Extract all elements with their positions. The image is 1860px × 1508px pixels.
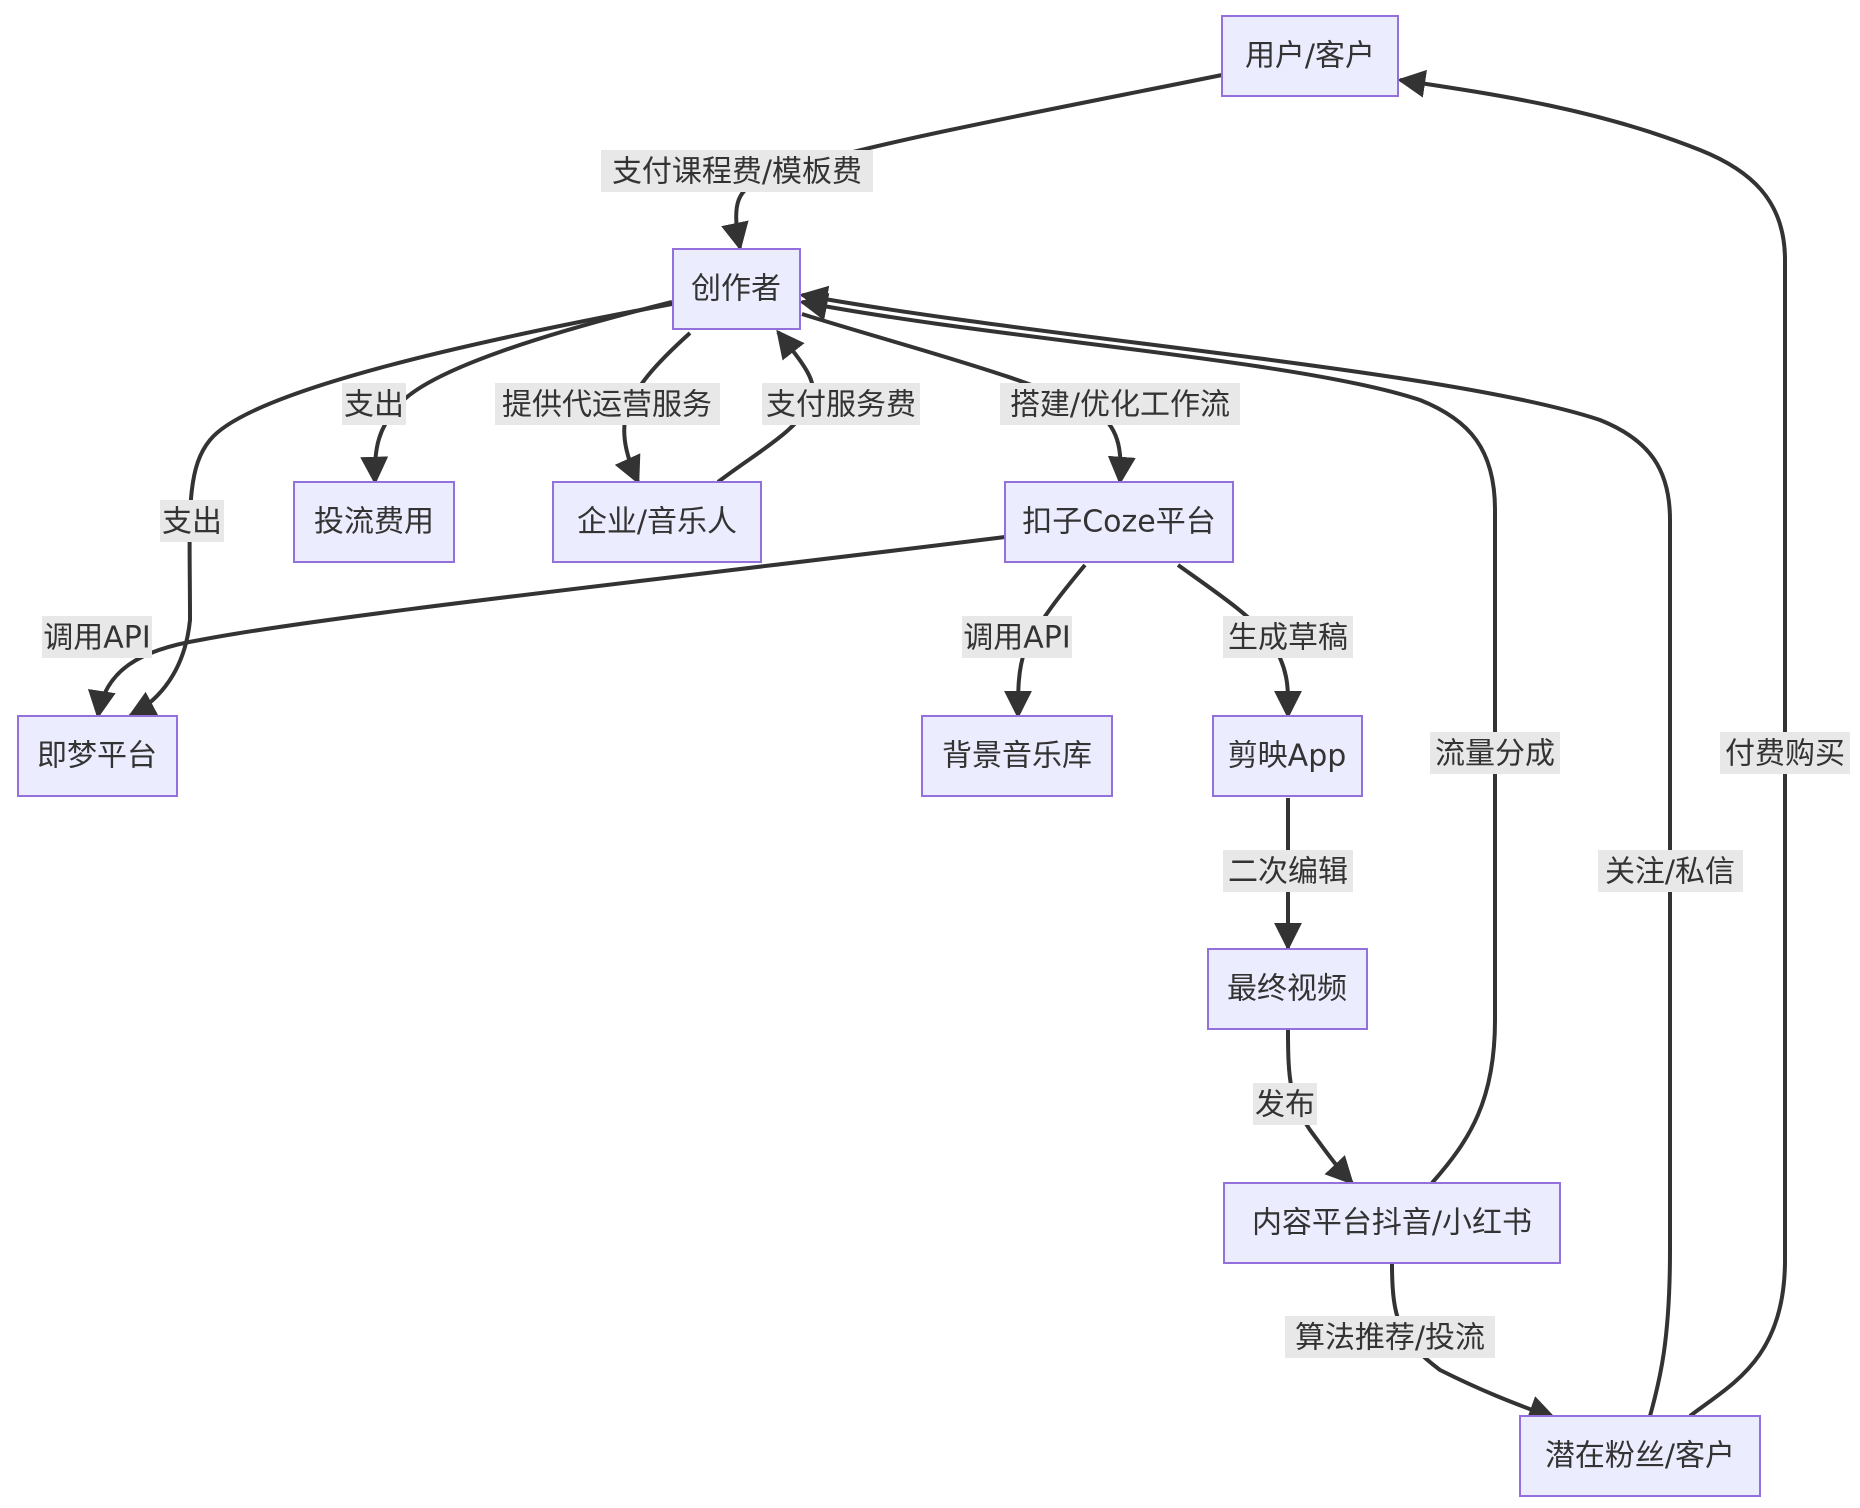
- node-creator[interactable]: 创作者: [672, 248, 801, 330]
- svg-text:算法推荐/投流: 算法推荐/投流: [1295, 1321, 1485, 1356]
- svg-text:背景音乐库: 背景音乐库: [942, 739, 1092, 774]
- node-user-customer[interactable]: 用户/客户: [1221, 15, 1399, 97]
- svg-text:投流费用: 投流费用: [314, 505, 434, 540]
- svg-text:生成草稿: 生成草稿: [1228, 621, 1348, 656]
- svg-text:潜在粉丝/客户: 潜在粉丝/客户: [1545, 1439, 1735, 1474]
- label-paid-purchase: 付费购买: [1720, 732, 1850, 774]
- label-call-api-bgm: 调用API: [962, 616, 1072, 658]
- svg-text:搭建/优化工作流: 搭建/优化工作流: [1010, 388, 1230, 423]
- svg-text:调用API: 调用API: [43, 621, 150, 656]
- label-call-api-jimeng: 调用API: [42, 616, 152, 658]
- node-bgm-library[interactable]: 背景音乐库: [921, 715, 1113, 797]
- edge-creator-to-jimeng: [127, 302, 673, 718]
- svg-text:提供代运营服务: 提供代运营服务: [502, 388, 712, 423]
- svg-text:支付服务费: 支付服务费: [766, 388, 916, 423]
- node-potential-fans[interactable]: 潜在粉丝/客户: [1519, 1415, 1761, 1497]
- svg-text:企业/音乐人: 企业/音乐人: [577, 505, 737, 540]
- label-provide-ops: 提供代运营服务: [495, 383, 720, 425]
- node-final-video[interactable]: 最终视频: [1207, 948, 1368, 1030]
- label-pay-course-template: 支付课程费/模板费: [601, 150, 873, 192]
- svg-text:支付课程费/模板费: 支付课程费/模板费: [612, 155, 862, 190]
- svg-text:用户/客户: 用户/客户: [1245, 39, 1375, 74]
- svg-text:即梦平台: 即梦平台: [37, 739, 157, 774]
- label-spend-jimeng: 支出: [160, 500, 224, 542]
- edge-fans-to-creator: [799, 285, 1672, 1417]
- svg-text:创作者: 创作者: [691, 272, 781, 307]
- label-generate-draft: 生成草稿: [1223, 616, 1353, 658]
- label-algo-recommend: 算法推荐/投流: [1285, 1316, 1495, 1358]
- edge-labels: 支付课程费/模板费 支出 提供代运营服务 支付服务费 搭建/优化工作流 支出 调…: [42, 150, 1850, 1358]
- label-traffic-share: 流量分成: [1430, 732, 1560, 774]
- edge-coze-to-jimeng: [87, 535, 1006, 719]
- svg-text:调用API: 调用API: [963, 621, 1070, 656]
- svg-text:关注/私信: 关注/私信: [1605, 855, 1735, 890]
- label-build-workflow: 搭建/优化工作流: [1000, 383, 1240, 425]
- edge-fans-to-user: [1397, 69, 1787, 1418]
- svg-text:支出: 支出: [162, 505, 222, 540]
- edge-final-to-content: [1286, 1029, 1354, 1186]
- node-jimeng-platform[interactable]: 即梦平台: [17, 715, 178, 797]
- node-coze-platform[interactable]: 扣子Coze平台: [1004, 481, 1234, 563]
- svg-text:支出: 支出: [344, 388, 404, 423]
- label-publish: 发布: [1253, 1083, 1317, 1125]
- edge-creator-to-ad-cost: [360, 300, 673, 485]
- node-ad-cost[interactable]: 投流费用: [293, 481, 455, 563]
- edge-content-to-fans: [1390, 1263, 1557, 1423]
- svg-text:付费购买: 付费购买: [1725, 737, 1845, 772]
- svg-text:内容平台抖音/小红书: 内容平台抖音/小红书: [1252, 1206, 1532, 1241]
- svg-text:二次编辑: 二次编辑: [1228, 855, 1348, 890]
- label-follow-dm: 关注/私信: [1598, 850, 1743, 892]
- label-secondary-edit: 二次编辑: [1223, 850, 1353, 892]
- svg-text:剪映App: 剪映App: [1228, 739, 1347, 774]
- nodes: 用户/客户 创作者 投流费用 企业/音乐人 扣子Coze平台 即梦平台 背景音乐…: [17, 15, 1761, 1497]
- node-jianying-app[interactable]: 剪映App: [1212, 715, 1363, 797]
- label-spend-ads: 支出: [342, 383, 406, 425]
- node-enterprise-musician[interactable]: 企业/音乐人: [552, 481, 762, 563]
- node-content-platform[interactable]: 内容平台抖音/小红书: [1223, 1182, 1561, 1264]
- svg-text:发布: 发布: [1255, 1088, 1315, 1123]
- svg-text:最终视频: 最终视频: [1227, 972, 1347, 1007]
- svg-text:流量分成: 流量分成: [1435, 737, 1555, 772]
- edge-content-to-creator: [799, 292, 1497, 1185]
- label-pay-service-fee: 支付服务费: [762, 383, 920, 425]
- svg-text:扣子Coze平台: 扣子Coze平台: [1022, 505, 1216, 540]
